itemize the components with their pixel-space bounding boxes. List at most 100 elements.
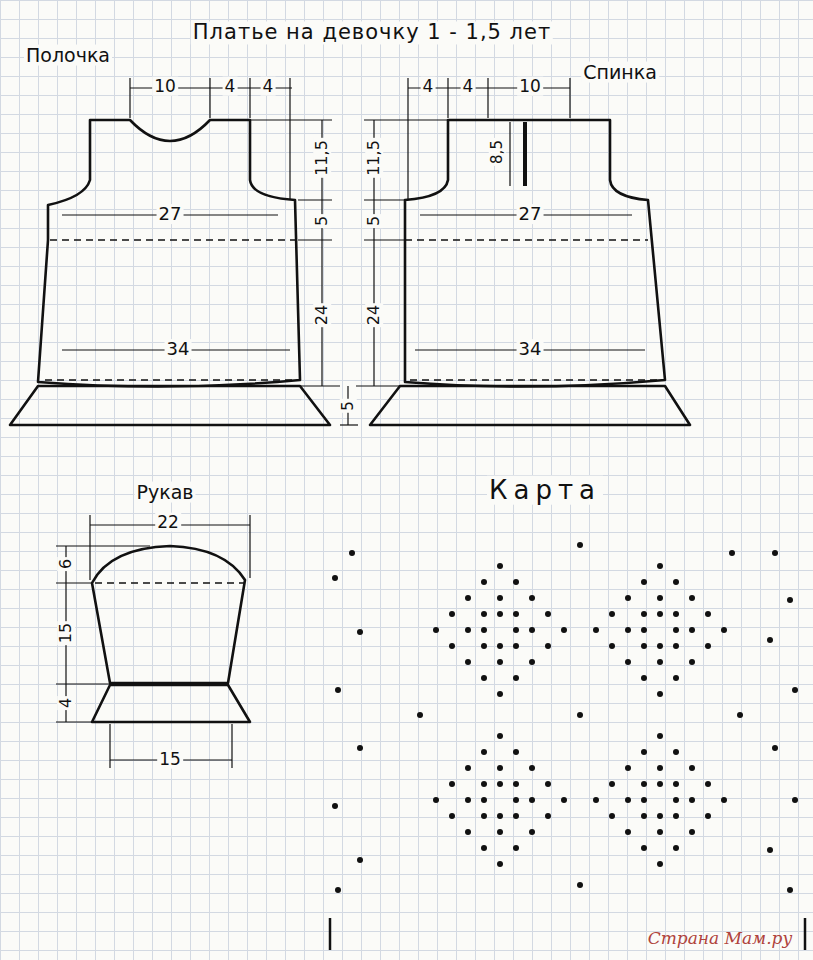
chart-dot [357, 745, 363, 751]
chart-dot [545, 813, 551, 819]
chart-dot [689, 797, 695, 803]
chart-dot [705, 611, 711, 617]
chart-dot [641, 797, 647, 803]
chart-dot [497, 781, 503, 787]
dimension: 4 [461, 77, 476, 96]
chart-dot [529, 829, 535, 835]
chart-dot [529, 659, 535, 665]
chart-dot [657, 563, 663, 569]
chart-dot [792, 687, 798, 693]
chart-dot [625, 595, 631, 601]
chart-dot [772, 550, 778, 556]
back-slit [523, 122, 527, 186]
piece-name: Рукав [134, 482, 195, 503]
chart-dot [705, 643, 711, 649]
extension-line [487, 78, 488, 118]
chart-dot [689, 659, 695, 665]
dimension: 4 [223, 77, 238, 96]
chart-dot [689, 627, 695, 633]
dimension: 11,5 [365, 138, 383, 178]
chart-dot [792, 797, 798, 803]
extension-line [289, 78, 290, 200]
chart-dot [673, 797, 679, 803]
chart-dot [609, 643, 615, 649]
dimension: 5 [365, 214, 383, 228]
chart-dot [577, 542, 583, 548]
watermark: Страна Мам.ру [646, 929, 795, 948]
chart-dot [497, 733, 503, 739]
dimension: 15 [157, 750, 183, 769]
chart-dot [335, 887, 341, 893]
dimension: 24 [365, 303, 383, 327]
chart-dot [641, 845, 647, 851]
chart-dot [705, 813, 711, 819]
chart-dot [481, 675, 487, 681]
extension-line [249, 78, 250, 118]
chart-dot [625, 765, 631, 771]
chart-dot [577, 882, 583, 888]
chart-dot [481, 845, 487, 851]
dimension: 4 [421, 77, 436, 96]
dimension: 6 [57, 557, 75, 571]
front-band [10, 386, 330, 425]
chart-dot [673, 643, 679, 649]
extension-line [356, 385, 400, 386]
chart-dot [481, 579, 487, 585]
chart-dot [641, 749, 647, 755]
extension-line [298, 199, 332, 200]
dimension: 10 [152, 77, 178, 96]
dimension-line [509, 122, 510, 186]
chart-dot [357, 629, 363, 635]
chart-dot [497, 861, 503, 867]
chart-dot [433, 797, 439, 803]
fold-line [95, 582, 244, 584]
chart-dot [641, 675, 647, 681]
chart-dot [481, 781, 487, 787]
extension-line [300, 385, 340, 386]
dimension: 15 [57, 621, 75, 645]
chart-dot [729, 550, 735, 556]
extension-line [56, 582, 92, 583]
chart-dot [689, 765, 695, 771]
chart-dot [465, 627, 471, 633]
chart-dot [673, 579, 679, 585]
extension-line [231, 724, 232, 768]
chart-dot [513, 749, 519, 755]
chart-dot [609, 611, 615, 617]
extension-line [56, 683, 110, 684]
chart-dot [449, 781, 455, 787]
extension-line [89, 515, 90, 580]
dimension: 5 [313, 214, 331, 228]
chart-dot [657, 765, 663, 771]
extension-line [250, 119, 332, 120]
chart-dot [513, 813, 519, 819]
chart-dot [561, 627, 567, 633]
chart-dot [449, 813, 455, 819]
sleeve-cuff [92, 685, 250, 722]
chart-dot [625, 797, 631, 803]
chart-dot [449, 611, 455, 617]
chart-dot [657, 813, 663, 819]
chart-mark [804, 918, 807, 950]
chart-dot [497, 813, 503, 819]
chart-dot [497, 829, 503, 835]
chart-dot [481, 643, 487, 649]
fold-line [50, 239, 295, 241]
title: Платье на девочку 1 - 1,5 лет [191, 21, 553, 44]
chart-dot [481, 797, 487, 803]
chart-dot [513, 611, 519, 617]
chart-dot [657, 781, 663, 787]
chart-dot [497, 563, 503, 569]
chart-dot [673, 627, 679, 633]
extension-line [447, 78, 448, 118]
chart-dot [657, 611, 663, 617]
chart-dot [657, 659, 663, 665]
chart-dot [657, 691, 663, 697]
dimension: 4 [57, 696, 75, 710]
chart-dot [641, 813, 647, 819]
chart-dot [332, 803, 338, 809]
chart-dot [657, 829, 663, 835]
dimension: 34 [165, 339, 192, 359]
chart-dot [593, 627, 599, 633]
chart-dot [673, 675, 679, 681]
